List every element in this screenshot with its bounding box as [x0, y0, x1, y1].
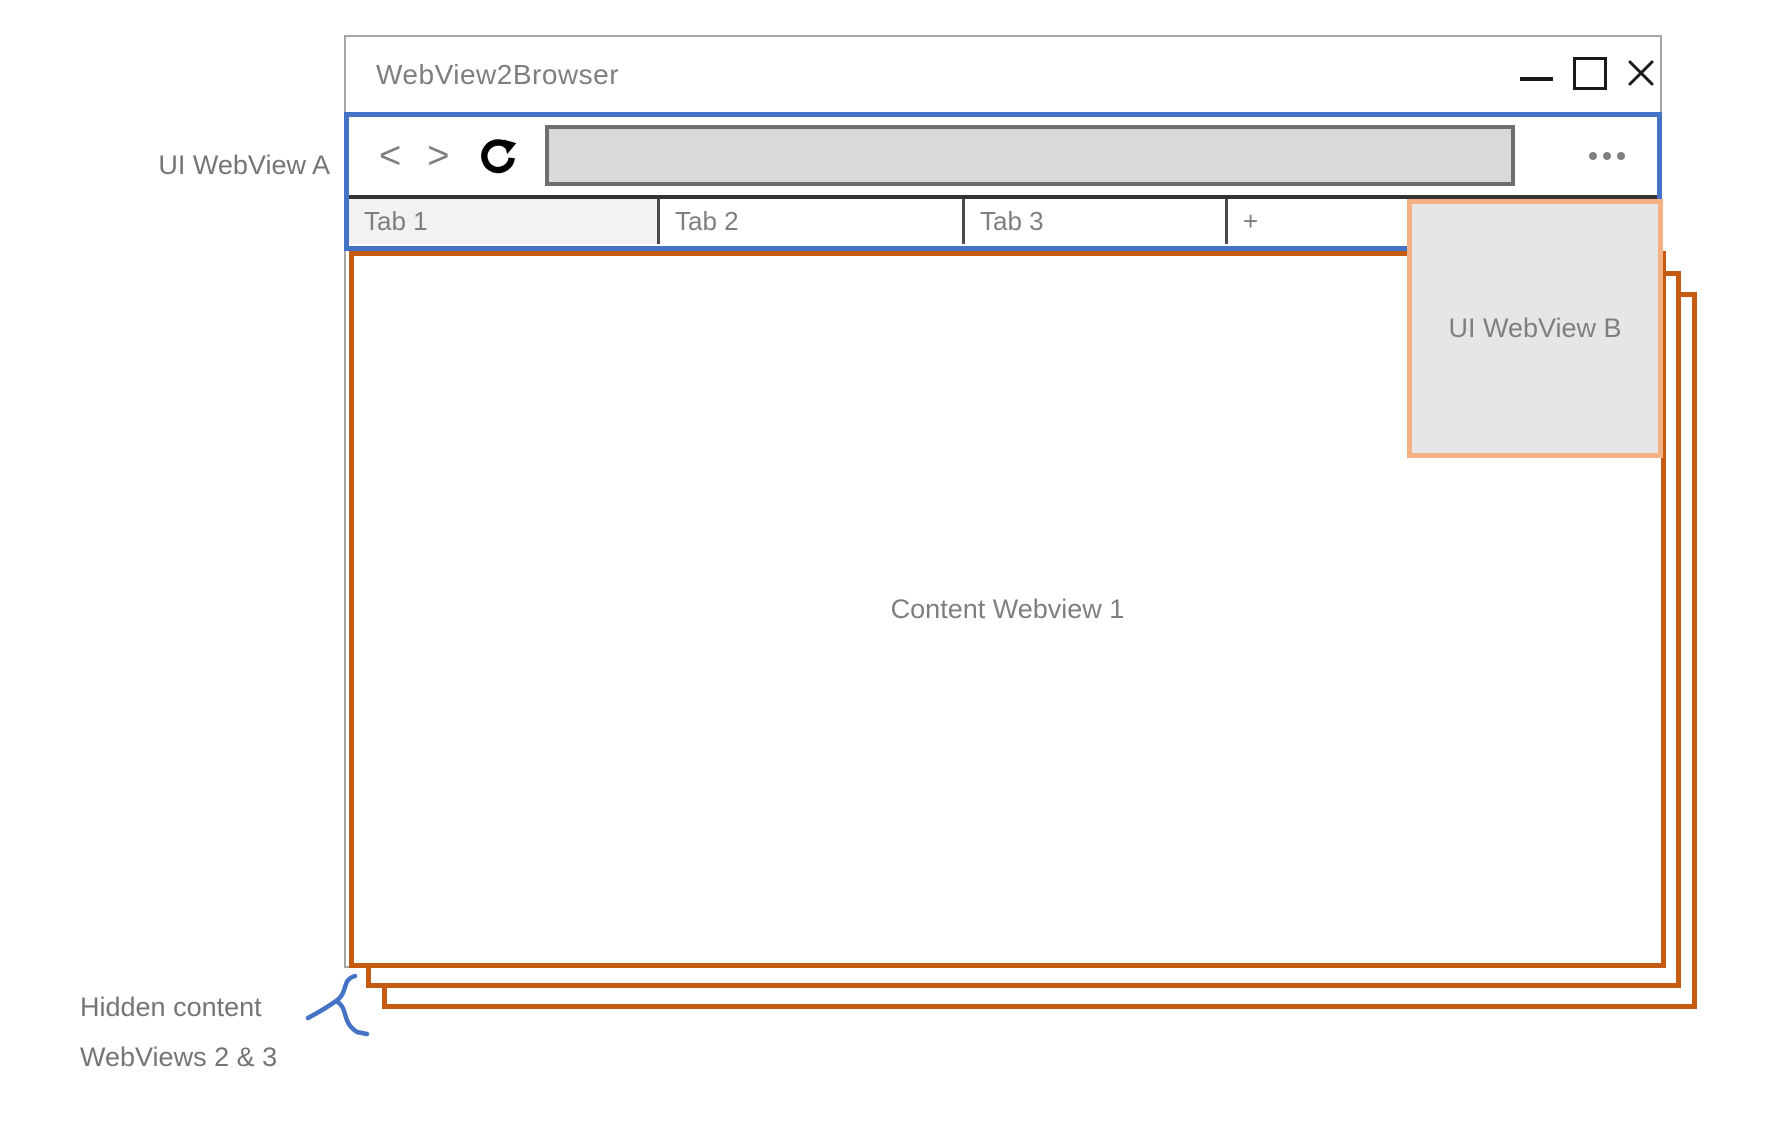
- tab-2[interactable]: Tab 2: [660, 198, 965, 244]
- overflow-menu-icon[interactable]: [1589, 151, 1625, 160]
- hidden-webviews-label: Hidden content WebViews 2 & 3: [80, 982, 277, 1082]
- ui-webview-b-label: UI WebView B: [1448, 313, 1622, 343]
- reload-icon[interactable]: [475, 133, 521, 179]
- hidden-webviews-label-line1: Hidden content: [80, 992, 262, 1022]
- window-title: WebView2Browser: [376, 58, 620, 90]
- dot: [1589, 151, 1597, 160]
- address-bar-input[interactable]: [545, 125, 1516, 187]
- content-webview-1: Content Webview 1: [349, 251, 1666, 968]
- ui-webview-a: < > Tab 1 Tab 2 Tab 3 +: [344, 112, 1662, 251]
- dot: [1603, 151, 1611, 160]
- window-controls: [1495, 50, 1655, 96]
- tab-1[interactable]: Tab 1: [349, 198, 660, 244]
- ui-webview-b: UI WebView B: [1407, 199, 1663, 458]
- hidden-webviews-label-line2: WebViews 2 & 3: [80, 1042, 278, 1072]
- maximize-icon[interactable]: [1573, 56, 1607, 90]
- close-icon[interactable]: [1627, 59, 1655, 87]
- ui-webview-a-label: UI WebView A: [158, 150, 330, 180]
- dot: [1617, 151, 1625, 160]
- title-bar: WebView2Browser: [344, 37, 1662, 112]
- navigation-bar: < >: [349, 117, 1657, 195]
- curly-brace-icon: [305, 973, 370, 1037]
- tab-3[interactable]: Tab 3: [965, 198, 1228, 244]
- minimize-icon[interactable]: [1520, 77, 1553, 81]
- forward-icon[interactable]: >: [427, 134, 450, 177]
- back-icon[interactable]: <: [379, 134, 402, 177]
- content-webview-1-label: Content Webview 1: [890, 594, 1125, 624]
